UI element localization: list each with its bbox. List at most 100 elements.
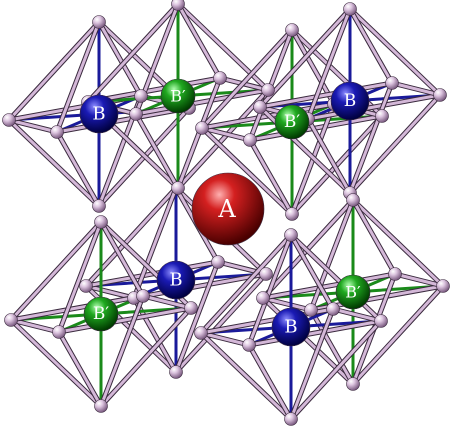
oxygen-atom [211,255,225,269]
octahedron-edge-bond [246,232,294,348]
oxygen-atom [171,181,185,195]
octahedron-edge-bond [350,197,446,289]
octahedron-edge-bond [8,219,104,323]
oxygen-atom [92,199,106,213]
oxygen-atom [388,267,402,281]
octahedron-edge-bond [96,19,144,99]
oxygen-atom [326,302,340,316]
octahedron-edge-bond [257,6,353,110]
octahedron-edge-bond [246,342,294,422]
octahedron-edge-bond [173,271,269,375]
octahedron-edge-bond [56,305,194,335]
octahedron-edge-bond [288,318,384,422]
octahedron-edge-bond [199,125,295,217]
octahedron-edge-bond [131,185,179,301]
b-atom-label: B [169,270,182,291]
b-site-atom [330,81,370,121]
oxygen-atom [436,279,450,293]
b-prime-atom-label: B′ [170,87,186,106]
b-prime-site-atom [335,274,371,310]
octahedron-edge-bond [133,111,181,191]
oxygen-atom [94,215,108,229]
octahedron-edge-bond [6,117,60,135]
octahedron-edge-bond [308,197,356,313]
oxygen-atom [259,267,273,281]
b-prime-atom-label: B′ [93,304,109,324]
octahedron-edge-bond [8,293,146,323]
octahedron-edge-bond [85,1,181,105]
octahedron-edge-bond [173,259,221,375]
b-site-atom [271,307,311,347]
b-prime-atom-label: B′ [345,283,361,302]
oxygen-atom [285,207,299,221]
octahedron-edge-bond [305,116,353,196]
oxygen-atom [195,121,209,135]
oxygen-atom [304,303,318,317]
oxygen-atom [213,71,227,85]
octahedron-edge-bond [199,27,295,131]
octahedron-edge-bond [288,232,384,324]
octahedron-edge-bond [308,307,356,387]
octahedron-edge-bond [247,113,385,143]
octahedron-edge-bond [56,219,104,335]
bond-network [6,1,446,422]
octahedron-edge-bond [85,75,223,105]
octahedron-edge-bond [83,283,137,301]
oxygen-atom [92,15,106,29]
b-site-atom [156,260,196,300]
oxygen-atom [184,301,198,315]
octahedron-edge-bond [6,19,102,123]
oxygen-atom [284,412,298,426]
oxygen-atom [346,193,360,207]
oxygen-atom [194,326,208,340]
octahedron-edge-bond [131,271,269,301]
octahedron-edge-bond [330,306,384,324]
oxygen-atom [343,2,357,16]
octahedron-edge-bond [198,330,294,422]
b-prime-site-atom [83,296,119,332]
oxygen-atom [134,89,148,103]
octahedron-edge-bond [98,293,146,409]
b-atom-label: B [344,91,357,111]
oxygen-atom [52,325,66,339]
oxygen-atom [243,133,257,147]
b-atom-label: B [284,317,297,338]
octahedron-edge-bond [175,1,223,81]
b-prime-atom-label: B′ [284,112,300,132]
octahedron-edge-bond [347,6,443,98]
b-site-atom [79,94,119,134]
oxygen-atom [4,313,18,327]
oxygen-atom [374,314,388,328]
octahedron-edge-bond [54,129,102,209]
octahedron-edge-bond [347,92,443,196]
octahedron-edge-bond [246,318,384,348]
oxygen-atom [79,279,93,293]
octahedron-edge-bond [56,329,104,409]
octahedron-edge-bond [198,330,252,348]
octahedron-edge-bond [289,113,385,217]
octahedron-edge-bond [350,283,446,387]
oxygen-atom [169,365,183,379]
oxygen-atom [50,125,64,139]
atom-layer [2,0,450,426]
a-site-atom [191,172,265,246]
octahedron-edge-bond [260,271,398,301]
oxygen-atom [261,83,275,97]
octahedron-edge-bond [199,125,253,143]
oxygen-atom [256,291,270,305]
b-prime-site-atom [274,104,310,140]
octahedron-edge-bond [133,87,271,117]
octahedron-edge-bond [260,295,314,313]
octahedron-edge-bond [198,232,294,336]
octahedron-edge-bond [8,317,62,335]
octahedron-edge-bond [140,293,194,311]
a-atom-label: A [217,195,236,223]
oxygen-atom [346,377,360,391]
octahedron-edge-bond [98,305,194,409]
octahedron-edge-bond [8,317,104,409]
octahedron-edge-bond [257,80,395,110]
oxygen-atom [242,338,256,352]
oxygen-atom [385,76,399,90]
